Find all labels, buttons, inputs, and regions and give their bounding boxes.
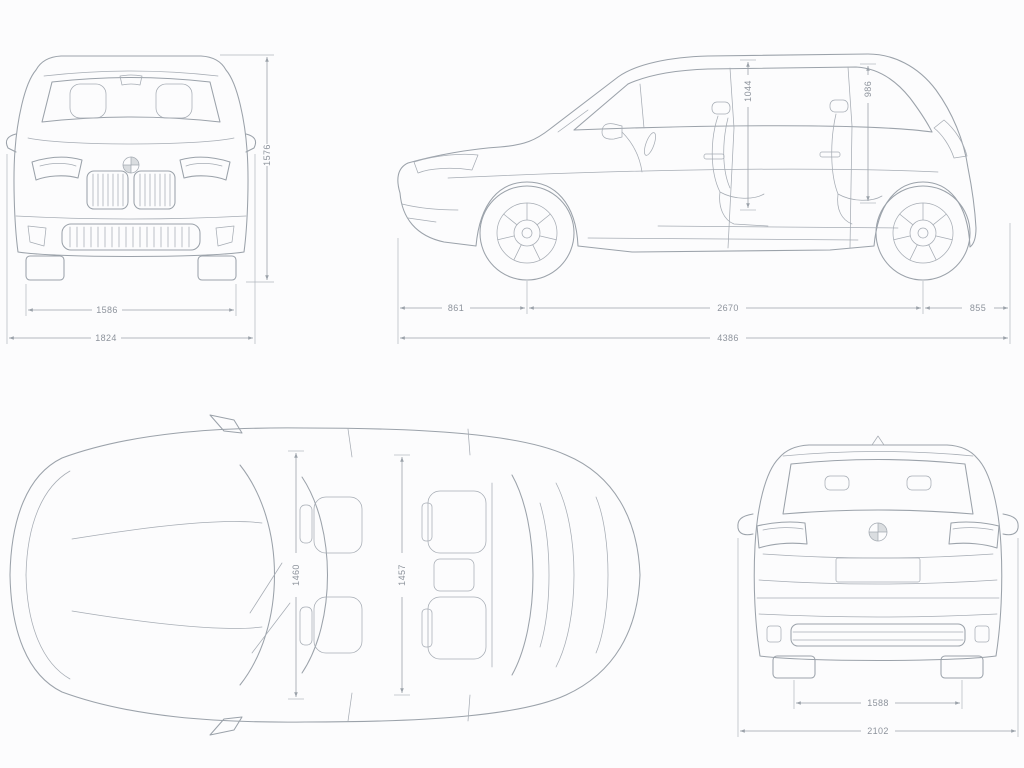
rear-track-label: 1588 [867,698,889,708]
license-plate [835,557,921,583]
side-interior [621,99,899,229]
side-interior-height-rear-label: 986 [863,81,873,97]
c-pillar [847,66,853,127]
rear-right-mirror [1002,513,1019,536]
steering-wheel [644,132,656,156]
top-right-mirror [209,716,243,736]
front-grille [86,170,176,210]
rear-car-body [737,435,1019,679]
side-interior-height-rear-dimension: 986 [860,63,876,204]
rear-right-wheel [940,655,984,679]
rear-seat-2-headrest [421,608,433,648]
antenna-fin [871,435,885,446]
wiper [557,109,589,133]
rear-overhang-dimension: 855 [925,303,1008,313]
front-seat-headrest [711,101,731,115]
overall-length-label: 4386 [717,333,739,343]
side-bottom-dimensions: 861 2670 855 4386 [397,223,1011,344]
rearview-mirror [119,74,143,86]
top-view-drawing: 1460 1457 [9,414,641,736]
front-seat-2 [313,596,363,654]
front-track-dimension: 1586 [25,284,237,316]
front-overhang-label: 861 [448,303,464,313]
b-pillar [729,67,735,129]
bmw-roundel-icon [122,156,140,174]
windshield-base-arc [239,464,276,686]
top-left-mirror [209,414,243,434]
front-height-dim-label: 1576 [262,144,272,166]
belt-line [573,125,933,133]
passenger-seat [155,83,193,119]
front-bumper [15,215,247,251]
front-seat-2-headrest [299,606,313,646]
rear-seat-headrest [829,99,849,113]
side-interior-height-front-dimension: 1044 [740,59,756,211]
right-reflector [974,625,990,643]
side-front-wheel [479,185,575,281]
interior-width-rear-label: 1457 [397,564,407,586]
rear-door-handle [819,151,841,158]
side-rear-wheel [875,185,971,281]
interior-width-rear-dimension: 1457 [394,454,410,696]
front-view-drawing: 1576 1586 1824 [5,54,274,344]
rear-overhang-label: 855 [970,303,986,313]
rear-track-dimension: 1588 [793,680,963,709]
side-mirror [601,123,623,140]
left-headlight [31,156,83,181]
overall-length-dimension: 4386 [400,333,1008,343]
rear-left-wheel [772,655,816,679]
front-wheels [25,255,237,281]
front-width-dimension: 1824 [6,154,256,344]
headlight-side [413,153,479,174]
window-top-line [627,66,933,133]
front-track-dim-label: 1586 [96,305,118,315]
dashboard-line [621,131,643,173]
side-view-drawing: 1044 986 861 2670 [397,53,1011,344]
rear-left-mirror [737,513,754,536]
rear-seat-2 [427,596,487,660]
front-height-dimension: 1576 [220,54,274,283]
wheelbase-dimension: 2670 [529,303,921,313]
right-taillight [948,521,1000,549]
driver-seat [69,83,107,119]
rear-valance [790,623,966,647]
front-overhang-dimension: 861 [400,303,525,313]
rear-view-drawing: 1588 2102 [737,435,1019,737]
rear-window-arc [511,474,534,676]
rear-seat-1 [427,490,487,554]
rear-seat-1-headrest [421,502,433,542]
rear-width-dimension: 2102 [737,538,1019,737]
rear-roundel-icon [868,522,888,542]
floor-line [657,225,899,229]
front-door-handle [703,153,725,160]
left-taillight [756,521,808,549]
side-car-body [397,53,977,253]
right-mirror [245,133,257,153]
rear-window [782,458,974,515]
front-seat-1 [313,496,363,554]
left-reflector [766,625,782,643]
rear-armrest [433,558,475,592]
wipers [249,562,291,654]
side-interior-height-front-label: 1044 [743,80,753,102]
right-headlight [179,156,231,181]
front-width-dim-label: 1824 [95,333,117,343]
wheelbase-label: 2670 [717,303,739,313]
roof-front-arc [301,476,328,674]
interior-width-front-dimension: 1460 [288,450,304,700]
rear-width-label: 2102 [867,726,889,736]
left-mirror [5,133,17,153]
spoiler-line [782,451,974,457]
top-interior-seats [299,482,493,668]
front-seat-1-headrest [299,504,313,544]
taillight-side [933,119,968,159]
top-car-body [9,414,641,736]
interior-width-front-label: 1460 [291,564,301,586]
front-car-body [5,55,257,258]
